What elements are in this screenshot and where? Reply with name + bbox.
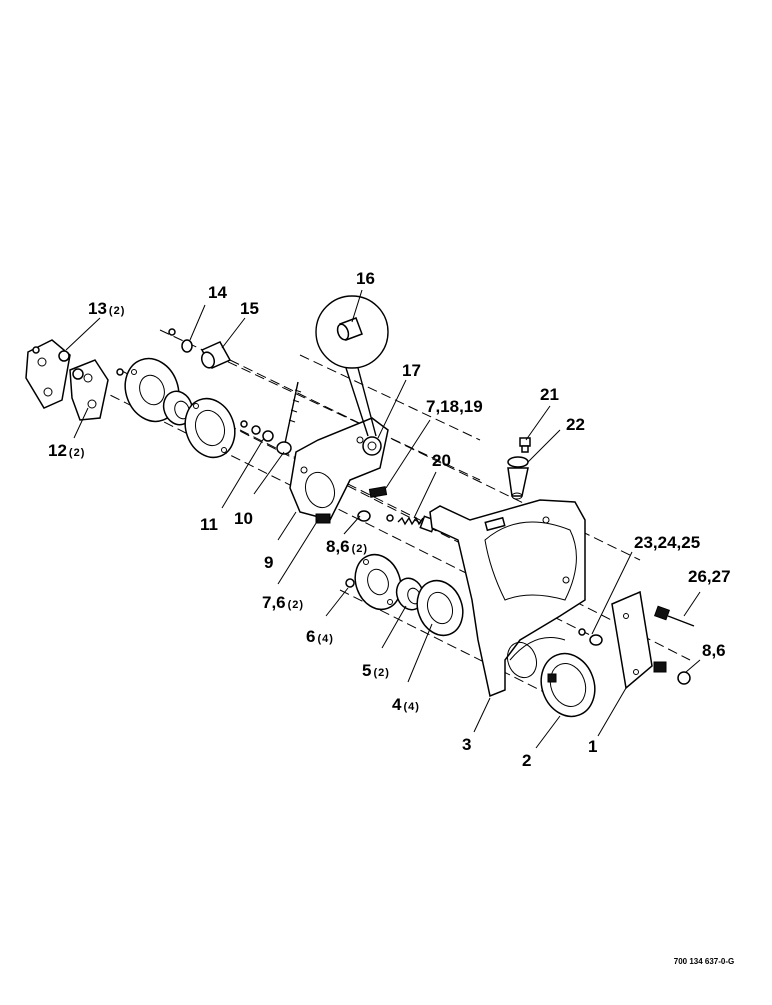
part-13-bolt	[32, 346, 84, 380]
callout-2: 2	[522, 751, 531, 770]
callout-5: 5(2)	[362, 661, 390, 680]
part-26-bolt	[654, 605, 695, 627]
part-1-cover-plate	[611, 590, 653, 690]
part-10-threaded-rod	[276, 381, 302, 455]
part-6-nut	[345, 578, 355, 588]
drawing-code: 700 134 637-0-G	[674, 957, 735, 966]
part-23-bolt	[578, 628, 603, 646]
callout-7-6: 7,6(2)	[262, 593, 304, 612]
callout-8-6-b: 8,6	[702, 641, 726, 660]
part-9-plate	[289, 417, 389, 521]
part-20-spring	[386, 514, 437, 533]
part-2-hub	[540, 652, 596, 718]
callout-6: 6(4)	[306, 627, 334, 646]
callout-21: 21	[540, 385, 559, 404]
callout-22: 22	[566, 415, 585, 434]
callout-12: 12(2)	[48, 441, 85, 460]
part-11-nut	[240, 420, 274, 442]
callout-3: 3	[462, 735, 471, 754]
callout-20: 20	[432, 451, 451, 470]
part-14-washer	[168, 328, 193, 353]
left-flange-ring	[184, 397, 236, 459]
callout-14: 14	[208, 283, 227, 302]
lower-flange	[354, 553, 402, 611]
callout-9: 9	[264, 553, 273, 572]
callout-13: 13(2)	[88, 299, 125, 318]
callout-10: 10	[234, 509, 253, 528]
callout-11: 11	[200, 515, 218, 534]
part-15-bushing	[200, 341, 232, 369]
callout-16: 16	[356, 269, 375, 288]
callout-26-27: 26,27	[688, 567, 731, 586]
part-8-bolt	[315, 510, 371, 524]
callout-23-24-25: 23,24,25	[634, 533, 700, 552]
callout-7-18-19: 7,18,19	[426, 397, 483, 416]
part-7-bolt	[368, 486, 388, 498]
part-22-sleeve	[507, 456, 529, 500]
callout-17: 17	[402, 361, 421, 380]
part-21-fitting	[519, 437, 531, 453]
callout-labels: 16 14 15 13(2) 12(2) 17 7,18,19 21 22 20…	[48, 269, 731, 770]
leader-lines	[65, 289, 701, 749]
part-17-pivot	[362, 436, 382, 456]
part-16-detail-circle	[315, 295, 389, 437]
part-3-housing	[429, 499, 586, 698]
part-4-flange-ring	[416, 579, 464, 637]
callout-8-6-a: 8,6(2)	[326, 537, 368, 556]
callout-1: 1	[588, 737, 597, 756]
part-8-bolt-right	[653, 661, 691, 685]
callout-4: 4(4)	[392, 695, 420, 714]
callout-15: 15	[240, 299, 259, 318]
